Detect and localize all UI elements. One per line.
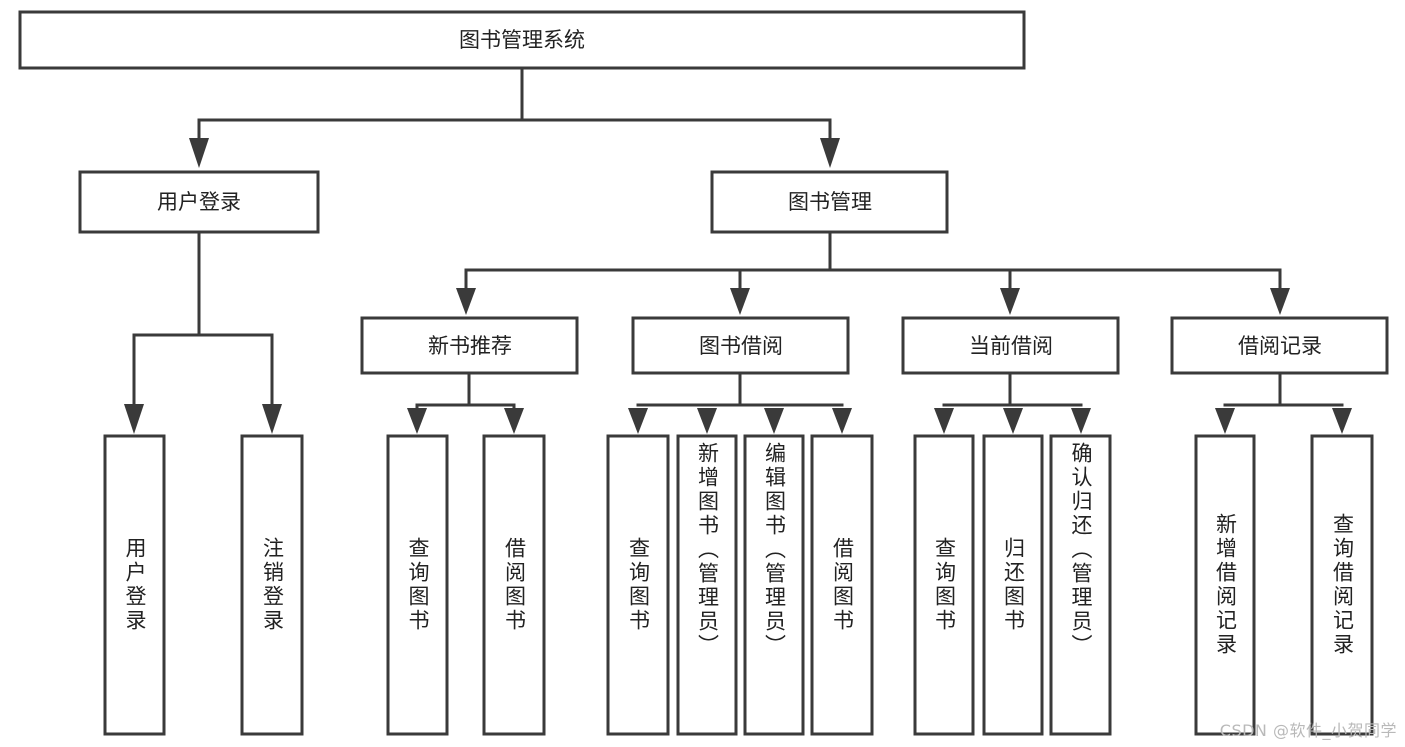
connector-group-user-login <box>124 230 282 434</box>
leaf-confirm-return-box[interactable] <box>1049 434 1112 736</box>
connector-group-new-book-recommend <box>407 371 524 434</box>
node-current-borrow[interactable]: 当前借阅 <box>901 316 1120 375</box>
connector-group-borrow-record <box>1215 371 1352 434</box>
arrow-bb-leaf-2 <box>697 408 717 434</box>
arrow-book-manage-to-book-borrow <box>730 288 750 315</box>
node-borrow-record-label: 借阅记录 <box>1238 334 1322 358</box>
node-book-manage[interactable]: 图书管理 <box>710 170 949 234</box>
arrow-root-to-user-login <box>189 138 209 168</box>
node-user-login-box[interactable] <box>78 170 320 234</box>
arrow-br-leaf-1 <box>1215 408 1235 434</box>
arrow-user-login-leaf-2 <box>262 404 282 434</box>
arrow-br-leaf-2 <box>1332 408 1352 434</box>
node-book-manage-box[interactable] <box>710 170 949 234</box>
arrow-book-manage-to-current-borrow <box>1000 288 1020 315</box>
node-root-box[interactable] <box>18 10 1026 70</box>
connector-group-book-borrow <box>628 371 852 434</box>
arrow-cb-leaf-3 <box>1071 408 1091 434</box>
arrow-bb-leaf-1 <box>628 408 648 434</box>
leaf-user-login-box[interactable] <box>103 434 166 736</box>
arrow-book-manage-to-new-book-recommend <box>456 288 476 315</box>
node-root-label: 图书管理系统 <box>459 28 585 52</box>
arrow-root-to-book-manage <box>820 138 840 168</box>
leaf-borrow-book-2-box[interactable] <box>810 434 874 736</box>
node-borrow-record-box[interactable] <box>1170 316 1389 375</box>
node-new-book-recommend-label: 新书推荐 <box>428 334 512 358</box>
connector-group-root <box>189 66 840 168</box>
leaf-return-book-box[interactable] <box>982 434 1044 736</box>
leaf-query-book-2-box[interactable] <box>606 434 670 736</box>
arrow-book-manage-to-borrow-record <box>1270 288 1290 315</box>
node-book-borrow-label: 图书借阅 <box>699 334 783 358</box>
leaf-add-record-box[interactable] <box>1194 434 1256 736</box>
arrow-cb-leaf-1 <box>934 408 954 434</box>
node-borrow-record[interactable]: 借阅记录 <box>1170 316 1389 375</box>
leaf-boxes <box>103 434 1374 736</box>
connector-group-current-borrow <box>934 371 1091 434</box>
leaf-query-record-box[interactable] <box>1310 434 1374 736</box>
node-book-borrow[interactable]: 图书借阅 <box>631 316 850 375</box>
node-root[interactable]: 图书管理系统 <box>18 10 1026 70</box>
node-new-book-recommend[interactable]: 新书推荐 <box>360 316 579 375</box>
node-current-borrow-box[interactable] <box>901 316 1120 375</box>
arrow-user-login-leaf-1 <box>124 404 144 434</box>
node-user-login[interactable]: 用户登录 <box>78 170 320 234</box>
arrow-nbr-leaf-2 <box>504 408 524 434</box>
csdn-watermark: CSDN @软件_小贺同学 <box>1219 721 1397 740</box>
leaf-add-book-box[interactable] <box>676 434 738 736</box>
leaf-query-book-1-box[interactable] <box>386 434 449 736</box>
node-current-borrow-label: 当前借阅 <box>969 334 1053 358</box>
leaf-logout-login-box[interactable] <box>240 434 304 736</box>
node-user-login-label: 用户登录 <box>157 190 241 214</box>
arrow-cb-leaf-2 <box>1003 408 1023 434</box>
node-book-manage-label: 图书管理 <box>788 190 872 214</box>
leaf-query-book-3-box[interactable] <box>913 434 975 736</box>
node-new-book-recommend-box[interactable] <box>360 316 579 375</box>
leaf-borrow-book-1-box[interactable] <box>482 434 546 736</box>
arrow-bb-leaf-4 <box>832 408 852 434</box>
arrow-nbr-leaf-1 <box>407 408 427 434</box>
connector-group-book-manage <box>456 230 1290 315</box>
leaf-edit-book-box[interactable] <box>743 434 805 736</box>
arrow-bb-leaf-3 <box>764 408 784 434</box>
node-book-borrow-box[interactable] <box>631 316 850 375</box>
